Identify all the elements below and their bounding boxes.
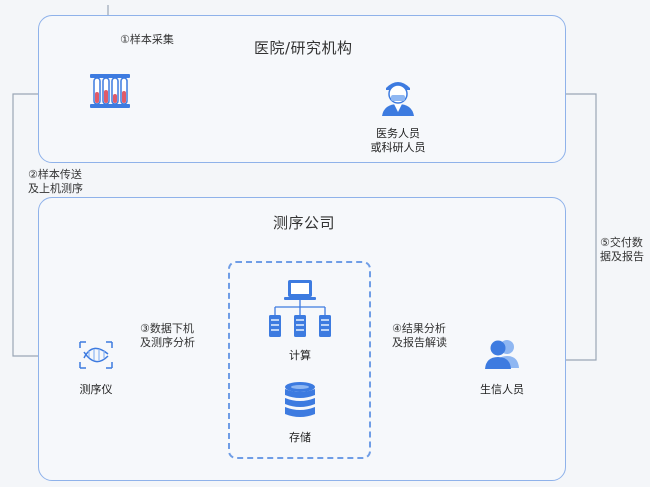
company-title: 测序公司 <box>273 214 336 232</box>
step-3-line-2: 及测序分析 <box>140 336 195 349</box>
step-4-label: ④结果分析 及报告解读 <box>392 322 447 350</box>
hospital-title: 医院/研究机构 <box>254 39 353 57</box>
test-tubes-icon <box>90 74 130 108</box>
compute-storage-group <box>228 261 371 459</box>
company-container <box>38 197 566 481</box>
sequencer-icon <box>79 341 113 369</box>
storage-label: 存储 <box>289 431 311 444</box>
medical-staff-label: 医务人员 或科研人员 <box>368 127 428 155</box>
step-3-line-1: ③数据下机 <box>140 322 194 335</box>
step-5-line-2: 据及报告 <box>600 250 644 263</box>
medical-staff-icon <box>382 82 414 116</box>
step-2-line-2: 及上机测序 <box>28 182 83 195</box>
step-2-label: ②样本传送 及上机测序 <box>28 168 83 196</box>
step-4-line-1: ④结果分析 <box>392 322 446 335</box>
step-4-line-2: 及报告解读 <box>392 336 447 349</box>
storage-database-icon <box>285 382 315 417</box>
compute-label: 计算 <box>289 349 311 362</box>
bioinformatics-staff-label: 生信人员 <box>480 383 524 396</box>
medical-staff-line-1: 医务人员 <box>376 127 420 140</box>
sequencer-label: 测序仪 <box>79 383 113 396</box>
step-3-label: ③数据下机 及测序分析 <box>140 322 195 350</box>
step-5-label: ⑤交付数 据及报告 <box>600 236 644 264</box>
step-5-line-1: ⑤交付数 <box>600 236 643 249</box>
bioinformatics-staff-icon <box>485 340 519 369</box>
compute-cluster-icon <box>269 280 331 337</box>
step-2-line-1: ②样本传送 <box>28 168 82 181</box>
medical-staff-line-2: 或科研人员 <box>370 141 426 154</box>
step-1-label: ①样本采集 <box>120 33 174 46</box>
